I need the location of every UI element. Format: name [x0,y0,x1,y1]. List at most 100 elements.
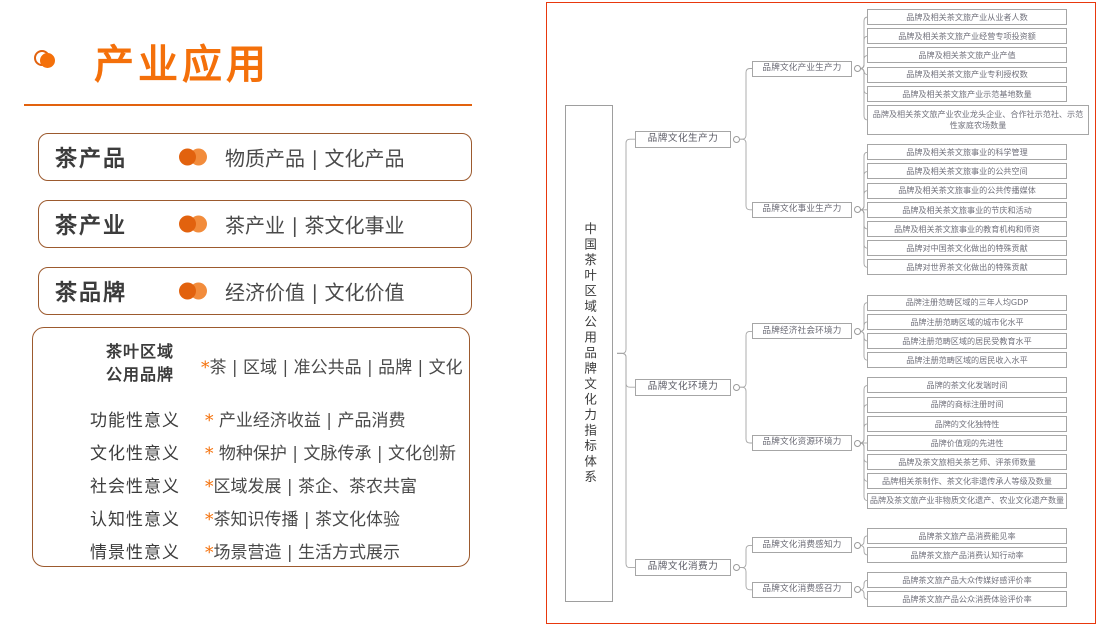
meaning-row: 社会性意义 *区域发展 | 茶企、茶农共富 [33,472,469,503]
double-dot-icon [179,148,211,166]
meaning-header-label: 茶叶区域 公用品牌 [85,340,195,386]
star-marker: * [205,444,214,464]
tree-leaf-node[interactable]: 品牌及相关茶文旅产业专利授权数 [867,66,1067,83]
tree-branch-node[interactable]: 品牌文化生产力 [635,130,731,148]
slide-header: 产业应用 [22,36,492,108]
tree-leaf-node[interactable]: 品牌及茶文旅产业非物质文化遗产、农业文化遗产数量 [867,492,1067,509]
indicator-tree-frame: 品牌及相关茶文旅产业从业者人数品牌及相关茶文旅产业经营专项投资额品牌及相关茶文旅… [546,2,1096,624]
tree-branch-node[interactable]: 品牌文化消费力 [635,559,731,577]
tree-leaf-node[interactable]: 品牌及茶文旅相关茶艺师、评茶师数量 [867,454,1067,471]
tree-leaf-node[interactable]: 品牌及相关茶文旅事业的教育机构和师资 [867,221,1067,237]
tree-leaf-node[interactable]: 品牌及相关茶文旅事业的公共空间 [867,163,1067,180]
collapse-toggle-icon[interactable] [853,65,861,72]
meaning-value: * 产业经济收益 | 产品消费 [205,406,405,431]
star-marker: * [201,358,210,378]
category-value: 物质产品 | 文化产品 [225,146,405,171]
tree-group-node[interactable]: 品牌文化产业生产力 [752,60,852,77]
tree-leaf-node[interactable]: 品牌及相关茶文旅产业经营专项投资额 [867,28,1067,45]
tree-leaf-node[interactable]: 品牌及相关茶文旅事业的节庆和活动 [867,201,1067,218]
meaning-key: 文化性意义 [90,444,180,464]
tree-leaf-node[interactable]: 品牌及相关茶文旅事业的科学管理 [867,144,1067,161]
meaning-key: 功能性意义 [90,411,180,431]
collapse-toggle-icon[interactable] [853,586,861,594]
tree-leaf-node[interactable]: 品牌茶文旅产品消费认知行动率 [867,547,1067,563]
tree-branch-node[interactable]: 品牌文化环境力 [635,378,731,396]
meaning-row: 文化性意义 * 物种保护 | 文脉传承 | 文化创新 [33,439,469,470]
tree-leaf-node[interactable]: 品牌注册范畴区域的城市化水平 [867,313,1067,330]
meaning-row: 情景性意义 *场景营造 | 生活方式展示 [33,538,469,569]
tree-group-node[interactable]: 品牌文化资源环境力 [752,435,852,451]
category-value: 经济价值 | 文化价值 [225,280,405,305]
tree-leaf-node[interactable]: 品牌茶文旅产品大众传媒好感评价率 [867,572,1067,589]
meaning-header-label-line1: 茶叶区域 [105,342,174,361]
tree-leaf-node[interactable]: 品牌及相关茶文旅产业从业者人数 [867,9,1067,25]
meaning-key: 社会性意义 [90,477,180,497]
meaning-key: 情景性意义 [90,543,180,563]
collapse-toggle-icon[interactable] [853,541,861,549]
tree-leaf-node[interactable]: 品牌的商标注册时间 [867,396,1067,413]
tree-leaf-node[interactable]: 品牌注册范畴区域的居民受教育水平 [867,333,1067,349]
double-dot-icon [179,282,211,300]
meaning-value: *茶知识传播 | 茶文化体验 [205,505,400,530]
circle-bullet-icon [34,50,56,72]
tree-leaf-node[interactable]: 品牌注册范畴区域的居民收入水平 [867,352,1067,369]
meaning-header-value-text: 茶 | 区域 | 准公共品 | 品牌 | 文化 [209,358,463,378]
meaning-value: * 物种保护 | 文脉传承 | 文化创新 [205,439,456,464]
tree-root-node[interactable]: 中国茶叶区域公用品牌文化力指标体系 [565,105,613,602]
meaning-value-text: 场景营造 | 生活方式展示 [213,543,401,563]
meaning-value: *场景营造 | 生活方式展示 [205,538,400,563]
tree-leaf-node[interactable]: 品牌及相关茶文旅事业的公共传播媒体 [867,182,1067,199]
tree-leaf-node[interactable]: 品牌注册范畴区域的三年人均GDP [867,294,1067,311]
meaning-value: *区域发展 | 茶企、茶农共富 [205,472,417,497]
meaning-header-label-line2: 公用品牌 [105,365,174,385]
tree-leaf-node[interactable]: 品牌的文化独特性 [867,415,1067,432]
collapse-toggle-icon[interactable] [732,383,740,391]
tree-leaf-node[interactable]: 品牌的茶文化发端时间 [867,377,1067,394]
collapse-toggle-icon[interactable] [732,564,740,572]
tree-group-node[interactable]: 品牌文化事业生产力 [752,201,852,218]
star-marker: * [205,411,214,431]
tree-leaf-node[interactable]: 品牌对世界茶文化做出的特殊贡献 [867,259,1067,276]
page-title: 产业应用 [94,41,270,88]
tree-leaf-node[interactable]: 品牌及相关茶文旅产业示范基地数量 [867,85,1067,102]
meaning-row: 功能性意义 * 产业经济收益 | 产品消费 [33,406,469,437]
meaning-header-value: *茶 | 区域 | 准公共品 | 品牌 | 文化 [201,353,463,378]
tree-leaf-node[interactable]: 品牌价值观的先进性 [867,435,1067,451]
star-marker: * [205,543,214,563]
tree-connectors [617,16,869,600]
tree-leaf-node[interactable]: 品牌及相关茶文旅产业产值 [867,47,1067,64]
meaning-key: 认知性意义 [90,510,180,530]
category-row-tea-brand: 茶品牌 经济价值 | 文化价值 [38,267,472,315]
tree-leaf-node[interactable]: 品牌茶文旅产品公众消费体验评价率 [867,591,1067,608]
collapse-toggle-icon[interactable] [853,206,861,214]
tree-leaf-node[interactable]: 品牌及相关茶文旅产业农业龙头企业、合作社示范社、示范性家庭农场数量 [867,105,1089,135]
meaning-value-text: 茶知识传播 | 茶文化体验 [213,510,401,530]
star-marker: * [205,510,214,530]
tree-group-node[interactable]: 品牌文化消费感知力 [752,537,852,554]
collapse-toggle-icon[interactable] [853,439,861,447]
bullet-dot [40,53,55,68]
star-marker: * [205,477,214,497]
collapse-toggle-icon[interactable] [853,327,861,335]
category-value: 茶产业 | 茶文化事业 [225,213,405,238]
tree-group-node[interactable]: 品牌经济社会环境力 [752,323,852,340]
tree-leaf-node[interactable]: 品牌相关茶制作、茶文化非遗传承人等级及数量 [867,473,1067,490]
title-divider [24,104,472,106]
meaning-value-text: 产业经济收益 | 产品消费 [213,411,406,431]
category-label: 茶产业 [55,213,128,239]
category-label: 茶产品 [55,146,128,172]
meaning-row: 认知性意义 *茶知识传播 | 茶文化体验 [33,505,469,536]
meaning-value-text: 区域发展 | 茶企、茶农共富 [213,477,418,497]
collapse-toggle-icon[interactable] [732,135,740,143]
meaning-value-text: 物种保护 | 文脉传承 | 文化创新 [213,444,456,464]
category-label: 茶品牌 [55,280,128,306]
meaning-header-row: 茶叶区域 公用品牌 *茶 | 区域 | 准公共品 | 品牌 | 文化 [33,340,469,394]
double-dot-icon [179,215,211,233]
category-row-tea-industry: 茶产业 茶产业 | 茶文化事业 [38,200,472,248]
tree-leaf-node[interactable]: 品牌茶文旅产品消费能见率 [867,527,1067,544]
tree-group-node[interactable]: 品牌文化消费感召力 [752,581,852,598]
meaning-card: 茶叶区域 公用品牌 *茶 | 区域 | 准公共品 | 品牌 | 文化 功能性意义… [32,327,470,567]
left-panel: 产业应用 茶产品 物质产品 | 文化产品 茶产业 茶产业 | 茶文化事业 茶品牌… [0,0,520,628]
category-row-tea-product: 茶产品 物质产品 | 文化产品 [38,133,472,181]
tree-leaf-node[interactable]: 品牌对中国茶文化做出的特殊贡献 [867,240,1067,257]
